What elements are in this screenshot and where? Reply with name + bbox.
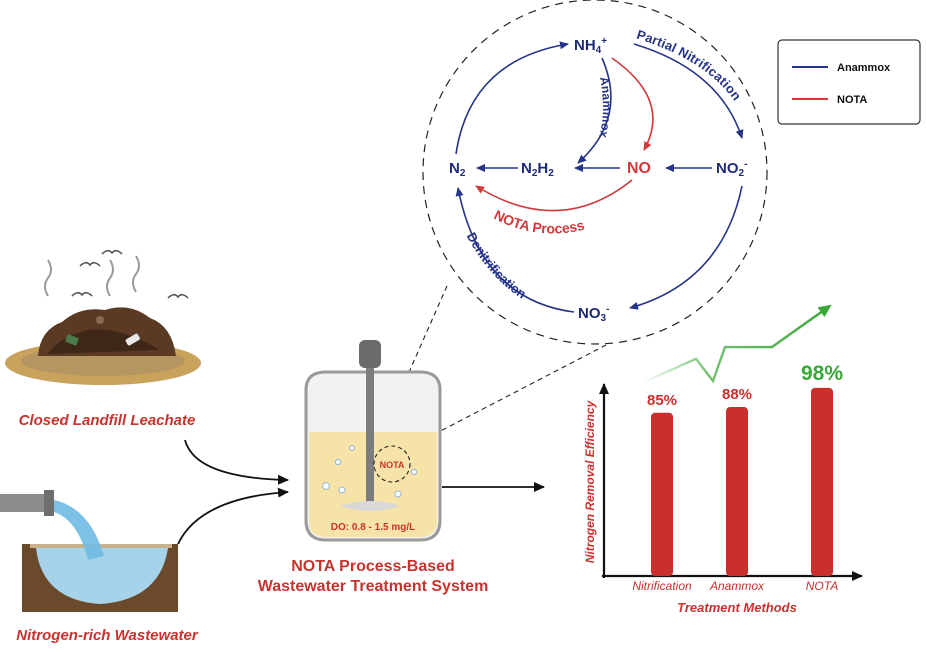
efficiency-chart: Nitrogen Removal Efficiency Treatment Me…	[583, 304, 863, 615]
wastewater-illustration	[0, 490, 178, 612]
reactor-do-label: DO: 0.8 - 1.5 mg/L	[331, 522, 415, 533]
bubble	[338, 486, 346, 494]
trend-arrow	[641, 304, 832, 384]
chart-trend	[641, 304, 832, 384]
discharge-pipe-end	[44, 490, 54, 516]
reactor-vessel: NOTA DO: 0.8 - 1.5 mg/L	[304, 340, 442, 542]
arrow-anammox-nh4-to-n2h2	[577, 57, 612, 164]
arrow-nota-no-to-n2	[475, 179, 633, 212]
chart-bars: 85% Nitrification 88% Anammox 98% NOTA	[632, 362, 843, 593]
legend-label-anammox: Anammox	[837, 62, 891, 74]
smell-wave-3	[132, 255, 140, 293]
legend-label-nota: NOTA	[837, 94, 867, 106]
label-nota-process: NOTA Process	[492, 207, 587, 237]
bar-value-label: 88%	[722, 386, 752, 403]
label-partial-nitrification: Partial Nitrification	[635, 27, 744, 103]
bubble	[410, 468, 418, 476]
reactor-title-line1: NOTA Process-Based	[291, 558, 455, 575]
bird-icon	[79, 261, 101, 267]
bubble	[322, 482, 330, 490]
bird-icon	[167, 293, 189, 299]
zoom-dashed-circle	[422, 0, 768, 345]
bar-value-label: 98%	[801, 362, 843, 385]
node-no: NO	[627, 160, 651, 177]
landfill-label: Closed Landfill Leachate	[19, 412, 196, 429]
chart-x-label: Treatment Methods	[677, 600, 797, 615]
arrow-n2-to-nh4	[455, 41, 569, 155]
arrow-no2-to-no3	[629, 185, 743, 310]
discharge-pipe	[0, 494, 48, 512]
bird-icon	[101, 249, 123, 255]
bird-icon	[71, 291, 93, 297]
bubble	[334, 458, 342, 466]
node-nh4: NH4+	[574, 36, 607, 56]
node-n2: N2	[449, 160, 466, 179]
wastewater-label: Nitrogen-rich Wastewater	[16, 627, 199, 644]
reactor-inner-label: NOTA	[380, 460, 405, 470]
water-stream	[54, 500, 104, 560]
arrow-landfill-to-reactor	[184, 439, 289, 485]
x-tick-label: Nitrification	[632, 579, 692, 593]
smell-wave-1	[44, 259, 52, 297]
reactor-shaft	[366, 352, 374, 508]
garbage-bottle	[125, 333, 140, 346]
node-n2h2: N2H2	[521, 160, 554, 179]
bubble	[394, 490, 402, 498]
label-denitrification: Denitrification	[464, 230, 529, 302]
stirrer-motor	[359, 340, 381, 368]
arrow-nota-nh4-to-no	[611, 57, 654, 151]
garbage-can	[65, 334, 79, 346]
arrow-no3-to-n2	[455, 187, 575, 313]
legend: Anammox NOTA	[777, 39, 921, 125]
bubble	[349, 445, 355, 451]
bar-value-label: 85%	[647, 392, 677, 409]
water-pool	[36, 548, 168, 604]
smell-wave-2	[106, 259, 114, 297]
garbage-pile-shade	[48, 329, 160, 354]
bar-nitrification	[651, 412, 673, 576]
garbage-bit	[96, 316, 104, 324]
stirrer-impeller	[340, 501, 400, 511]
reactor-zoom-circle	[373, 445, 411, 483]
x-tick-label: NOTA	[806, 579, 838, 593]
arrow-wastewater-to-reactor	[177, 487, 289, 545]
node-no2: NO2-	[716, 159, 747, 179]
legend-box	[777, 39, 921, 125]
x-tick-label: Anammox	[709, 579, 765, 593]
label-anammox-path: Anammox	[596, 76, 614, 140]
chart-y-label: Nitrogen Removal Efficiency	[583, 399, 597, 563]
bar-anammox	[726, 407, 748, 576]
landfill-illustration	[5, 249, 201, 385]
nitrogen-cycle: NH4+ NO2- NO N2H2 N2 NO3- Partial Nitrif…	[449, 27, 747, 324]
reactor-title-line2: Wastewater Treatment System	[258, 578, 489, 595]
node-no3: NO3-	[578, 304, 609, 324]
bar-nota	[811, 387, 833, 576]
arrow-nh4-to-no2	[633, 43, 744, 139]
